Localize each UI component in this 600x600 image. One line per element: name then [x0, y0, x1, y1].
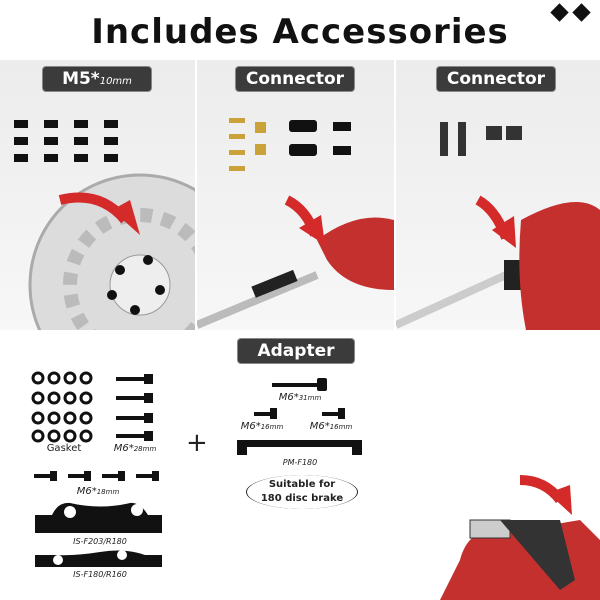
panel-connector-1: Connector	[197, 60, 394, 330]
connector-illustration	[197, 118, 394, 329]
panel-connector-2: Connector	[396, 60, 600, 330]
page-title: Includes Accessories	[91, 12, 509, 52]
is-f203-label: IS-F203/R180	[73, 537, 127, 546]
gasket-label: Gasket	[46, 443, 82, 454]
m6-31mm-label: M6*31mm	[278, 392, 322, 403]
m6-18mm-label: M6*18mm	[76, 486, 120, 497]
pm-f180-label: PM-F180	[282, 458, 318, 467]
panel-label: M5*10mm	[42, 66, 152, 92]
suitable-note: Suitable for 180 disc brake	[246, 475, 358, 509]
panel-label: Connector	[436, 66, 556, 92]
panel-m5-bolts: M5*10mm	[0, 60, 195, 330]
m6-28mm-label: M6*28mm	[113, 443, 157, 454]
is-f180-label: IS-F180/R160	[73, 570, 127, 579]
caliper-illustration	[396, 122, 600, 330]
m6-16mm-label-left: M6*16mm	[240, 421, 284, 432]
panel-label: Connector	[235, 66, 355, 92]
adapter-badge: Adapter	[237, 338, 355, 364]
rotor-illustration	[14, 120, 195, 330]
arrow-icon	[519, 475, 564, 504]
plus-sign: +	[186, 428, 208, 458]
m6-16mm-label-right: M6*16mm	[309, 421, 353, 432]
